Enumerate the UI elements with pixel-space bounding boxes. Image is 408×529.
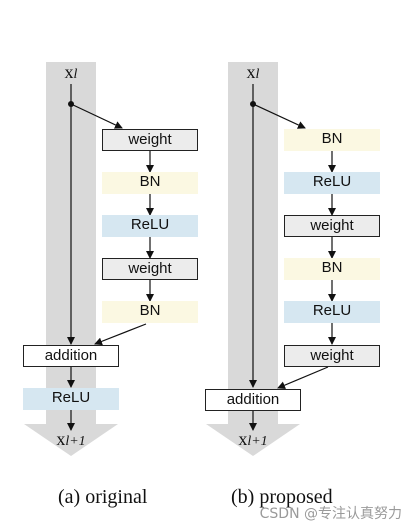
caption-original: (a) original	[58, 486, 148, 508]
bn-layer-1-proposed: BN	[284, 129, 380, 151]
relu-after-addition-original: ReLU	[23, 388, 119, 410]
weight-layer-1-original: weight	[102, 129, 198, 151]
arrows-proposed	[249, 84, 336, 431]
addition-node-proposed: addition	[205, 389, 301, 411]
input-label-original: xl	[64, 62, 78, 82]
bn-layer-2-proposed: BN	[284, 258, 380, 280]
bn-layer-2-original: BN	[102, 301, 198, 323]
caption-proposed: (b) proposed	[231, 486, 333, 508]
bn-layer-1-original: BN	[102, 172, 198, 194]
arrows-original	[67, 84, 154, 431]
input-label-proposed: xl	[246, 62, 260, 82]
watermark: CSDN @专注认真努力	[259, 506, 402, 522]
weight-layer-2-proposed: weight	[284, 345, 380, 367]
output-label-proposed: xl+1	[238, 429, 268, 449]
relu-layer-2-proposed: ReLU	[284, 301, 380, 323]
weight-layer-2-original: weight	[102, 258, 198, 280]
output-label-original: xl+1	[56, 429, 86, 449]
weight-layer-1-proposed: weight	[284, 215, 380, 237]
relu-layer-1-proposed: ReLU	[284, 172, 380, 194]
addition-node-original: addition	[23, 345, 119, 367]
relu-layer-1-original: ReLU	[102, 215, 198, 237]
